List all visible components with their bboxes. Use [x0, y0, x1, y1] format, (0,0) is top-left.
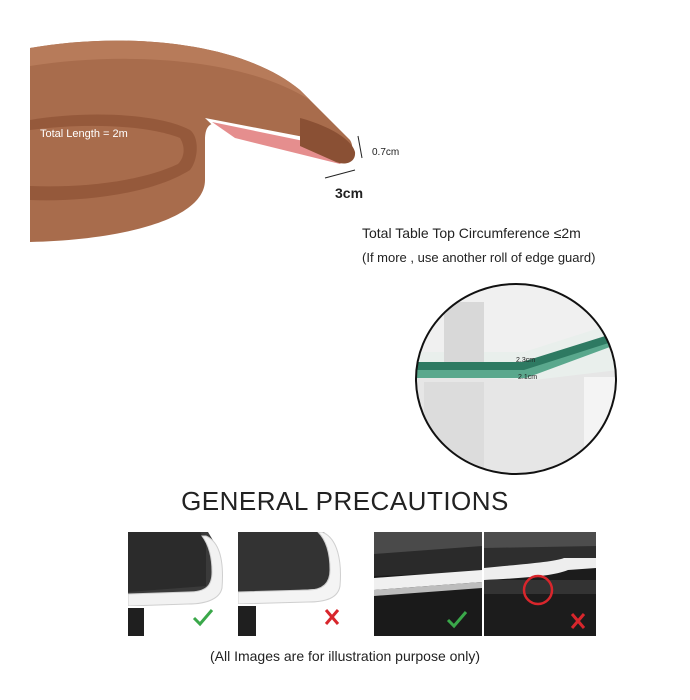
circumference-text: Total Table Top Circumference ≤2m [362, 225, 581, 241]
check-icon [446, 611, 468, 629]
circumference-note: (If more , use another roll of edge guar… [362, 250, 596, 265]
illustration-disclaimer: (All Images are for illustration purpose… [209, 648, 480, 664]
cross-icon [324, 609, 340, 625]
magnifier-top-label: 2.3cm [516, 357, 535, 364]
cross-icon [570, 613, 586, 629]
precautions-title: GENERAL PRECAUTIONS [181, 486, 509, 516]
depth-label: 0.7cm [372, 147, 400, 158]
problem-highlight-circle [522, 574, 554, 606]
check-icon [192, 609, 214, 627]
total-length-label: Total Length = 2m [40, 128, 128, 140]
precaution-panel-correct-1 [128, 532, 234, 636]
precaution-panel-wrong-2 [484, 532, 596, 636]
edge-guard-roll-illustration [30, 40, 363, 242]
magnifier-side-label: 2.1cm [518, 374, 537, 381]
precaution-panel-wrong-1 [238, 532, 346, 636]
magnifier-detail: 2.3cm 2.1cm [415, 283, 617, 475]
precaution-panel-correct-2 [374, 532, 482, 636]
width-label: 3cm [335, 185, 364, 201]
